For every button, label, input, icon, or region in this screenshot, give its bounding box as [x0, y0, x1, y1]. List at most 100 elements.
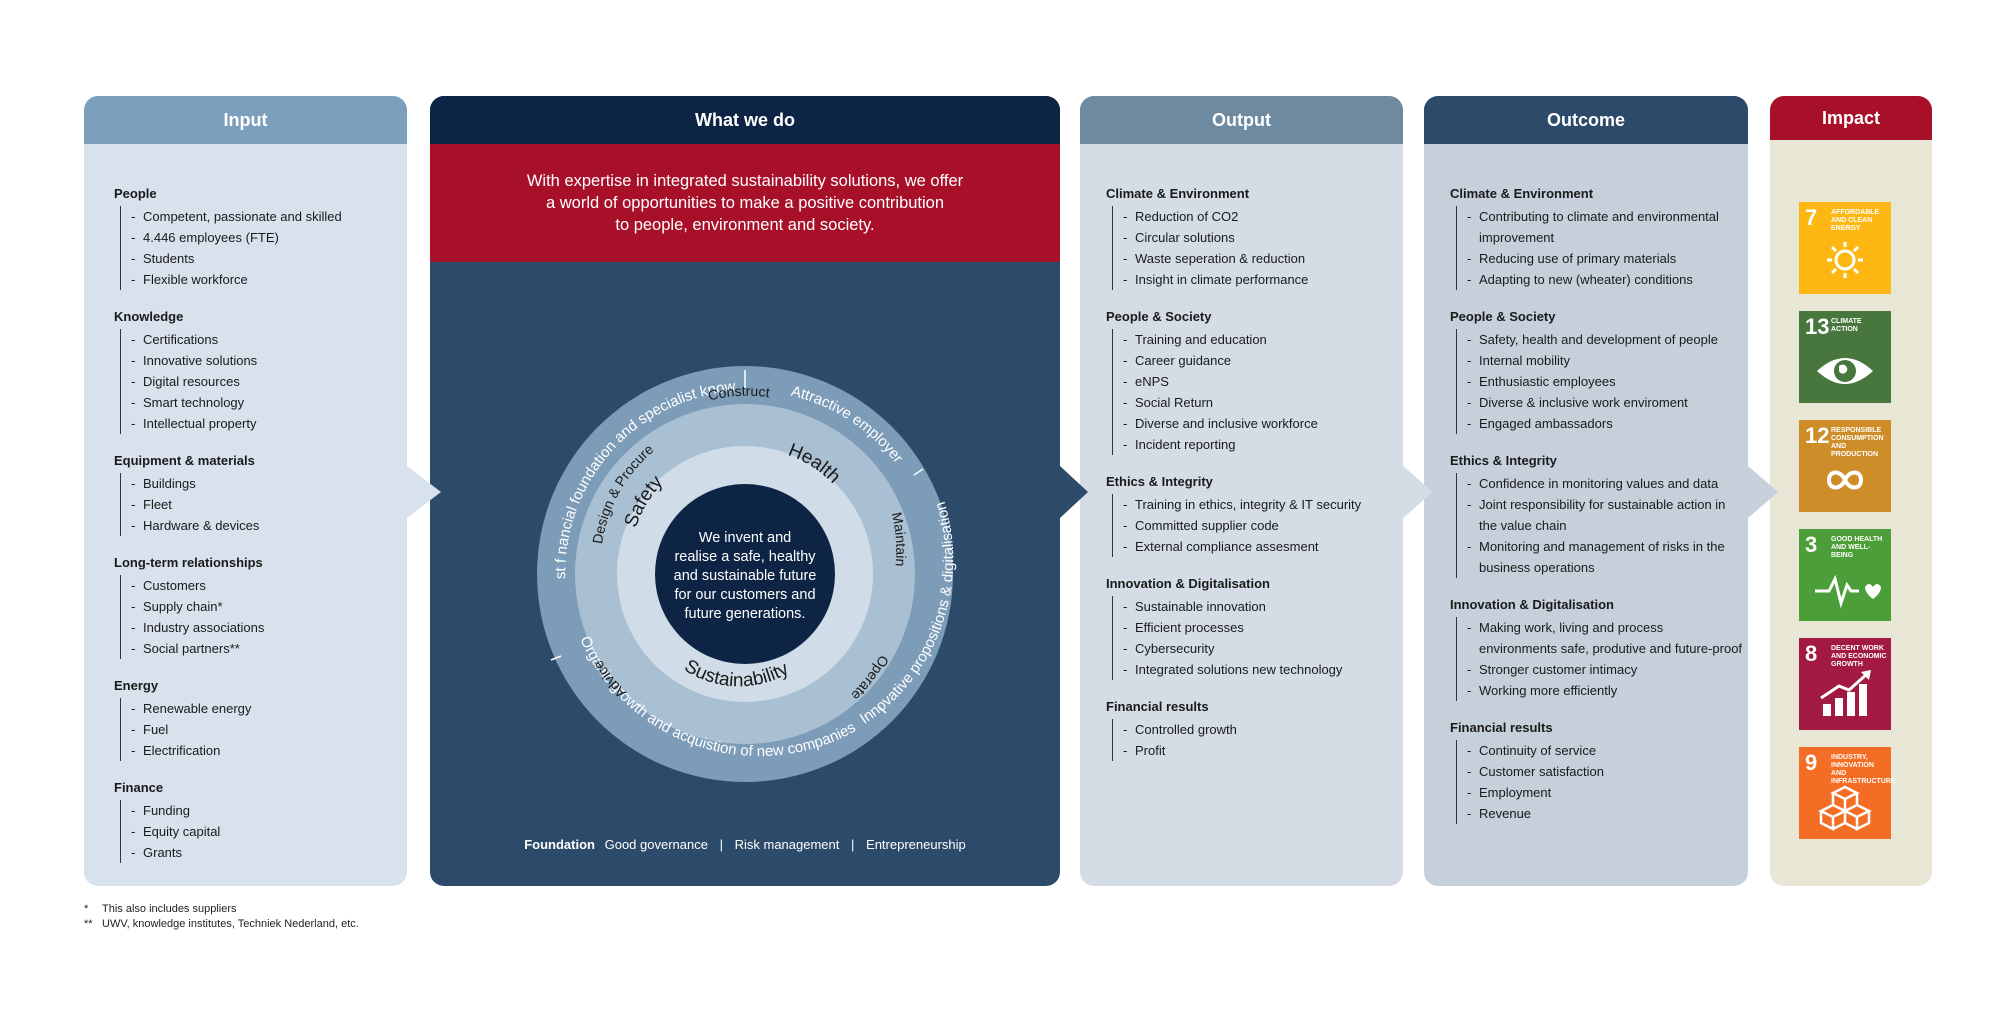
- list-item: Adapting to new (wheater) conditions: [1467, 269, 1744, 290]
- output-group-title: People & Society: [1106, 309, 1212, 324]
- list-item: Grants: [131, 842, 407, 863]
- sdg-label: Affordable and clean energy: [1831, 209, 1880, 232]
- list-item: Working more efficiently: [1467, 680, 1744, 701]
- outcome-group-title: People & Society: [1450, 309, 1556, 324]
- input-group-items: Renewable energyFuelElectrification: [120, 698, 407, 761]
- sdg-stack: 7Affordable and clean energy 13Climate ac…: [1770, 144, 1932, 886]
- outcome-group: Ethics & IntegrityConfidence in monitori…: [1450, 453, 1744, 578]
- center-text-line: We invent and: [699, 530, 791, 546]
- list-item: Reduction of CO2: [1123, 206, 1403, 227]
- input-group-items: CertificationsInnovative solutionsDigita…: [120, 329, 407, 434]
- growth-chart-icon: [1820, 670, 1871, 716]
- outcome-group-title: Financial results: [1450, 720, 1553, 735]
- heartbeat-icon: [1815, 574, 1881, 609]
- output-group: Innovation & DigitalisationSustainable i…: [1106, 576, 1403, 680]
- list-item: Funding: [131, 800, 407, 821]
- footnotes: *This also includes suppliers **UWV, kno…: [84, 902, 359, 932]
- sdg-label: Climate action: [1831, 318, 1862, 333]
- list-item: Waste seperation & reduction: [1123, 248, 1403, 269]
- list-item: Supply chain*: [131, 596, 407, 617]
- output-group-title: Innovation & Digitalisation: [1106, 576, 1270, 591]
- impact-header: Impact: [1770, 96, 1932, 140]
- list-item: Internal mobility: [1467, 350, 1744, 371]
- list-item: Intellectual property: [131, 413, 407, 434]
- list-item: Certifications: [131, 329, 407, 350]
- output-group: People & SocietyTraining and educationCa…: [1106, 309, 1403, 455]
- list-item: Insight in climate performance: [1123, 269, 1403, 290]
- foundation-separator: |: [719, 837, 723, 852]
- foundation-label: Foundation: [524, 837, 595, 852]
- list-item: Industry associations: [131, 617, 407, 638]
- input-group-items: Competent, passionate and skilled4.446 e…: [120, 206, 407, 290]
- input-group-items: FundingEquity capitalGrants: [120, 800, 407, 863]
- sdg-number: 13: [1805, 314, 1830, 339]
- sdg-goal-tile: 9Industry, innovation and infrastructure: [1799, 747, 1896, 839]
- list-item: Contributing to climate and environmenta…: [1467, 206, 1744, 248]
- input-group-title: Long-term relationships: [114, 555, 263, 570]
- output-group-items: Sustainable innovationEfficient processe…: [1112, 596, 1403, 680]
- list-item: Training and education: [1123, 329, 1403, 350]
- list-item: Profit: [1123, 740, 1403, 761]
- outcome-group-items: Making work, living and process environm…: [1456, 617, 1744, 701]
- list-item: Students: [131, 248, 407, 269]
- list-item: Sustainable innovation: [1123, 596, 1403, 617]
- infinity-icon: [1826, 470, 1864, 490]
- list-item: Engaged ambassadors: [1467, 413, 1744, 434]
- banner-line: a world of opportunities to make a posit…: [545, 194, 945, 212]
- sdg-label: Responsible consumption and production: [1831, 427, 1884, 458]
- output-group-items: Controlled growthProfit: [1112, 719, 1403, 761]
- sdg-goal-tile: 7Affordable and clean energy: [1799, 202, 1891, 294]
- input-group: EnergyRenewable energyFuelElectrificatio…: [114, 678, 407, 761]
- outcome-header: Outcome: [1424, 96, 1748, 144]
- mission-banner: With expertise in integrated sustainabil…: [430, 144, 1060, 262]
- outcome-group: Climate & EnvironmentContributing to cli…: [1450, 186, 1744, 290]
- sdg-label: Good health and well-being: [1831, 536, 1883, 559]
- sdg-goal-tile: 13Climate action: [1799, 311, 1891, 403]
- eye-globe-icon: [1817, 358, 1873, 384]
- list-item: Making work, living and process environm…: [1467, 617, 1744, 659]
- output-group-title: Ethics & Integrity: [1106, 474, 1213, 489]
- list-item: Social Return: [1123, 392, 1403, 413]
- list-item: Flexible workforce: [131, 269, 407, 290]
- outcome-group-items: Safety, health and development of people…: [1456, 329, 1744, 434]
- list-item: Safety, health and development of people: [1467, 329, 1744, 350]
- list-item: Social partners**: [131, 638, 407, 659]
- input-header: Input: [84, 96, 407, 144]
- list-item: Integrated solutions new technology: [1123, 659, 1403, 680]
- outcome-group-items: Contributing to climate and environmenta…: [1456, 206, 1744, 290]
- list-item: Continuity of service: [1467, 740, 1744, 761]
- flow-arrow-icon: [1060, 466, 1088, 518]
- sdg-number: 12: [1805, 423, 1830, 448]
- list-item: Customers: [131, 575, 407, 596]
- foundation-item: Good governance: [604, 837, 708, 852]
- list-item: Committed supplier code: [1123, 515, 1403, 536]
- input-groups: PeopleCompetent, passionate and skilled4…: [84, 144, 407, 863]
- sdg-goal-tile: 3 Good health and well-being: [1799, 529, 1891, 621]
- list-item: Reducing use of primary materials: [1467, 248, 1744, 269]
- list-item: Enthusiastic employees: [1467, 371, 1744, 392]
- list-item: eNPS: [1123, 371, 1403, 392]
- list-item: Innovative solutions: [131, 350, 407, 371]
- banner-line: With expertise in integrated sustainabil…: [526, 172, 964, 190]
- cubes-icon: [1818, 785, 1872, 832]
- list-item: Competent, passionate and skilled: [131, 206, 407, 227]
- center-circle: [655, 484, 835, 664]
- list-item: Stronger customer intimacy: [1467, 659, 1744, 680]
- sdg-number: 3: [1805, 532, 1818, 557]
- outcome-group: Financial resultsContinuity of serviceCu…: [1450, 720, 1744, 824]
- center-text-line: future generations.: [685, 606, 806, 622]
- outcome-group-title: Climate & Environment: [1450, 186, 1594, 201]
- footnote: *This also includes suppliers: [84, 903, 237, 915]
- list-item: Circular solutions: [1123, 227, 1403, 248]
- list-item: Revenue: [1467, 803, 1744, 824]
- sdg-number: 9: [1805, 750, 1818, 775]
- whatwedo-panel: What we do With expertise in integrated …: [430, 96, 1060, 886]
- list-item: Fuel: [131, 719, 407, 740]
- center-text-line: for our customers and: [674, 587, 815, 603]
- input-group-title: People: [114, 186, 157, 201]
- list-item: Controlled growth: [1123, 719, 1403, 740]
- center-text-line: and sustainable future: [674, 568, 817, 584]
- input-panel: Input PeopleCompetent, passionate and sk…: [84, 96, 407, 886]
- foundation-item: Entrepreneurship: [866, 837, 966, 852]
- list-item: External compliance assesment: [1123, 536, 1403, 557]
